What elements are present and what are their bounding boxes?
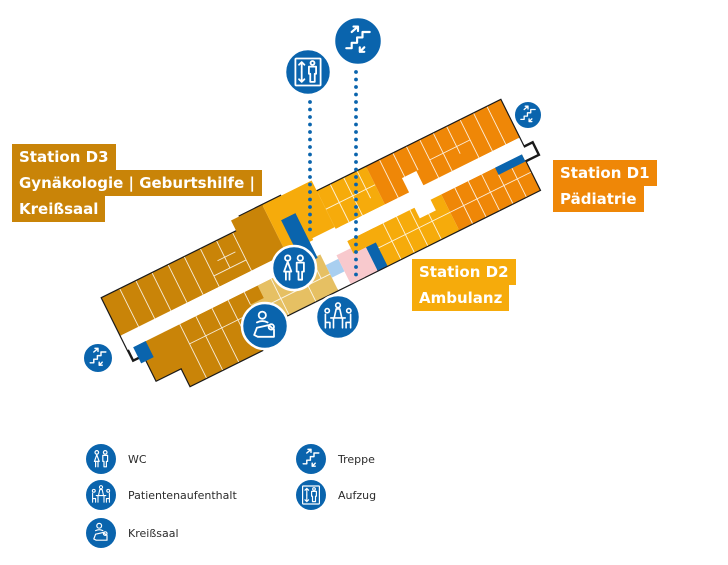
leader-dot xyxy=(354,70,358,74)
leader-dot xyxy=(354,190,358,194)
leader-dot xyxy=(354,265,358,269)
stairs-icon xyxy=(296,444,326,474)
leader-dot xyxy=(308,182,312,187)
leader-dot xyxy=(308,175,312,179)
station-d2-subtitle: Ambulanz xyxy=(412,285,510,311)
leader-dot xyxy=(354,212,358,217)
leader-dot xyxy=(354,242,358,247)
leader-dot xyxy=(308,122,312,127)
leader-dot xyxy=(354,175,358,179)
legend-label: Aufzug xyxy=(338,488,377,502)
legend-item-delivery-room: Kreißsaal xyxy=(86,518,179,548)
leader-dot xyxy=(354,167,358,172)
leader-dot xyxy=(354,145,358,149)
station-d3-subtitle-2: Kreißsaal xyxy=(12,196,106,222)
leader-dot xyxy=(354,205,358,209)
legend-label: Patientenaufenthalt xyxy=(128,488,237,502)
leader-dot xyxy=(354,152,358,157)
leader-dot xyxy=(308,130,312,134)
leader-dot xyxy=(354,85,358,89)
legend-item-elevator: Aufzug xyxy=(296,480,376,510)
legend-item-patient-lounge: Patientenaufenthalt xyxy=(86,480,237,510)
leader-dot xyxy=(308,227,312,232)
leader-dot xyxy=(308,100,312,104)
leader-dot xyxy=(308,137,312,142)
corridor-left xyxy=(120,240,321,350)
leader-dot xyxy=(354,122,358,127)
leader-dot xyxy=(354,272,358,277)
station-d1-subtitle: Pädiatrie xyxy=(553,186,644,212)
station-d3-title: Station D3 xyxy=(12,144,116,170)
central-core xyxy=(262,180,391,291)
leader-dot xyxy=(354,160,358,164)
elevator-icon xyxy=(296,480,326,510)
leader-dot xyxy=(308,115,312,119)
leader-dot xyxy=(354,197,358,202)
station-d1-title: Station D1 xyxy=(553,160,657,186)
station-d1-label: Station D1 Pädiatrie xyxy=(553,160,657,212)
delivery-room-icon xyxy=(86,518,116,548)
leader-dot xyxy=(354,77,358,82)
leader-dot xyxy=(308,190,312,194)
marker-stairs-left[interactable] xyxy=(82,342,114,374)
legend-item-stairs: Treppe xyxy=(296,444,375,474)
station-d3-subtitle: Gynäkologie | Geburtshilfe | xyxy=(12,170,262,196)
leader-dot xyxy=(308,145,312,149)
leader-dot xyxy=(354,182,358,187)
room-dividers xyxy=(119,106,531,379)
leader-dot xyxy=(308,167,312,172)
marker-wc[interactable] xyxy=(270,244,318,292)
station-d2-label: Station D2 Ambulanz xyxy=(412,259,516,311)
leader-dot xyxy=(354,115,358,119)
wc-icon xyxy=(86,444,116,474)
legend-item-wc: WC xyxy=(86,444,147,474)
marker-patient-lounge[interactable] xyxy=(314,293,362,341)
leader-dot xyxy=(354,92,358,97)
patient-lounge-icon xyxy=(86,480,116,510)
station-d3-label: Station D3 Gynäkologie | Geburtshilfe | … xyxy=(12,144,262,222)
leader-dot xyxy=(308,160,312,164)
leader-dot xyxy=(354,107,358,112)
leader-dot xyxy=(354,137,358,142)
legend-label: WC xyxy=(128,452,147,466)
leader-dot xyxy=(354,257,358,262)
marker-stairs-right[interactable] xyxy=(513,100,543,130)
station-d2-title: Station D2 xyxy=(412,259,516,285)
corridor-right xyxy=(340,137,527,242)
legend-label: Treppe xyxy=(338,452,375,466)
leader-dot xyxy=(354,227,358,232)
leader-dot xyxy=(354,235,358,239)
leader-dot xyxy=(308,197,312,202)
leader-dot xyxy=(308,212,312,217)
marker-delivery-room[interactable] xyxy=(240,301,290,351)
leader-dot xyxy=(308,152,312,157)
leader-dot xyxy=(354,250,358,254)
leader-dot xyxy=(308,205,312,209)
leader-lines xyxy=(308,70,358,277)
marker-elevator[interactable] xyxy=(283,47,333,97)
building xyxy=(100,98,542,388)
legend-label: Kreißsaal xyxy=(128,526,179,540)
leader-dot xyxy=(308,107,312,112)
leader-dot xyxy=(308,220,312,224)
leader-dot xyxy=(354,220,358,224)
leader-dot xyxy=(354,130,358,134)
marker-stairs-top[interactable] xyxy=(332,15,384,67)
leader-dot xyxy=(354,100,358,104)
stair-core-left xyxy=(133,341,154,364)
